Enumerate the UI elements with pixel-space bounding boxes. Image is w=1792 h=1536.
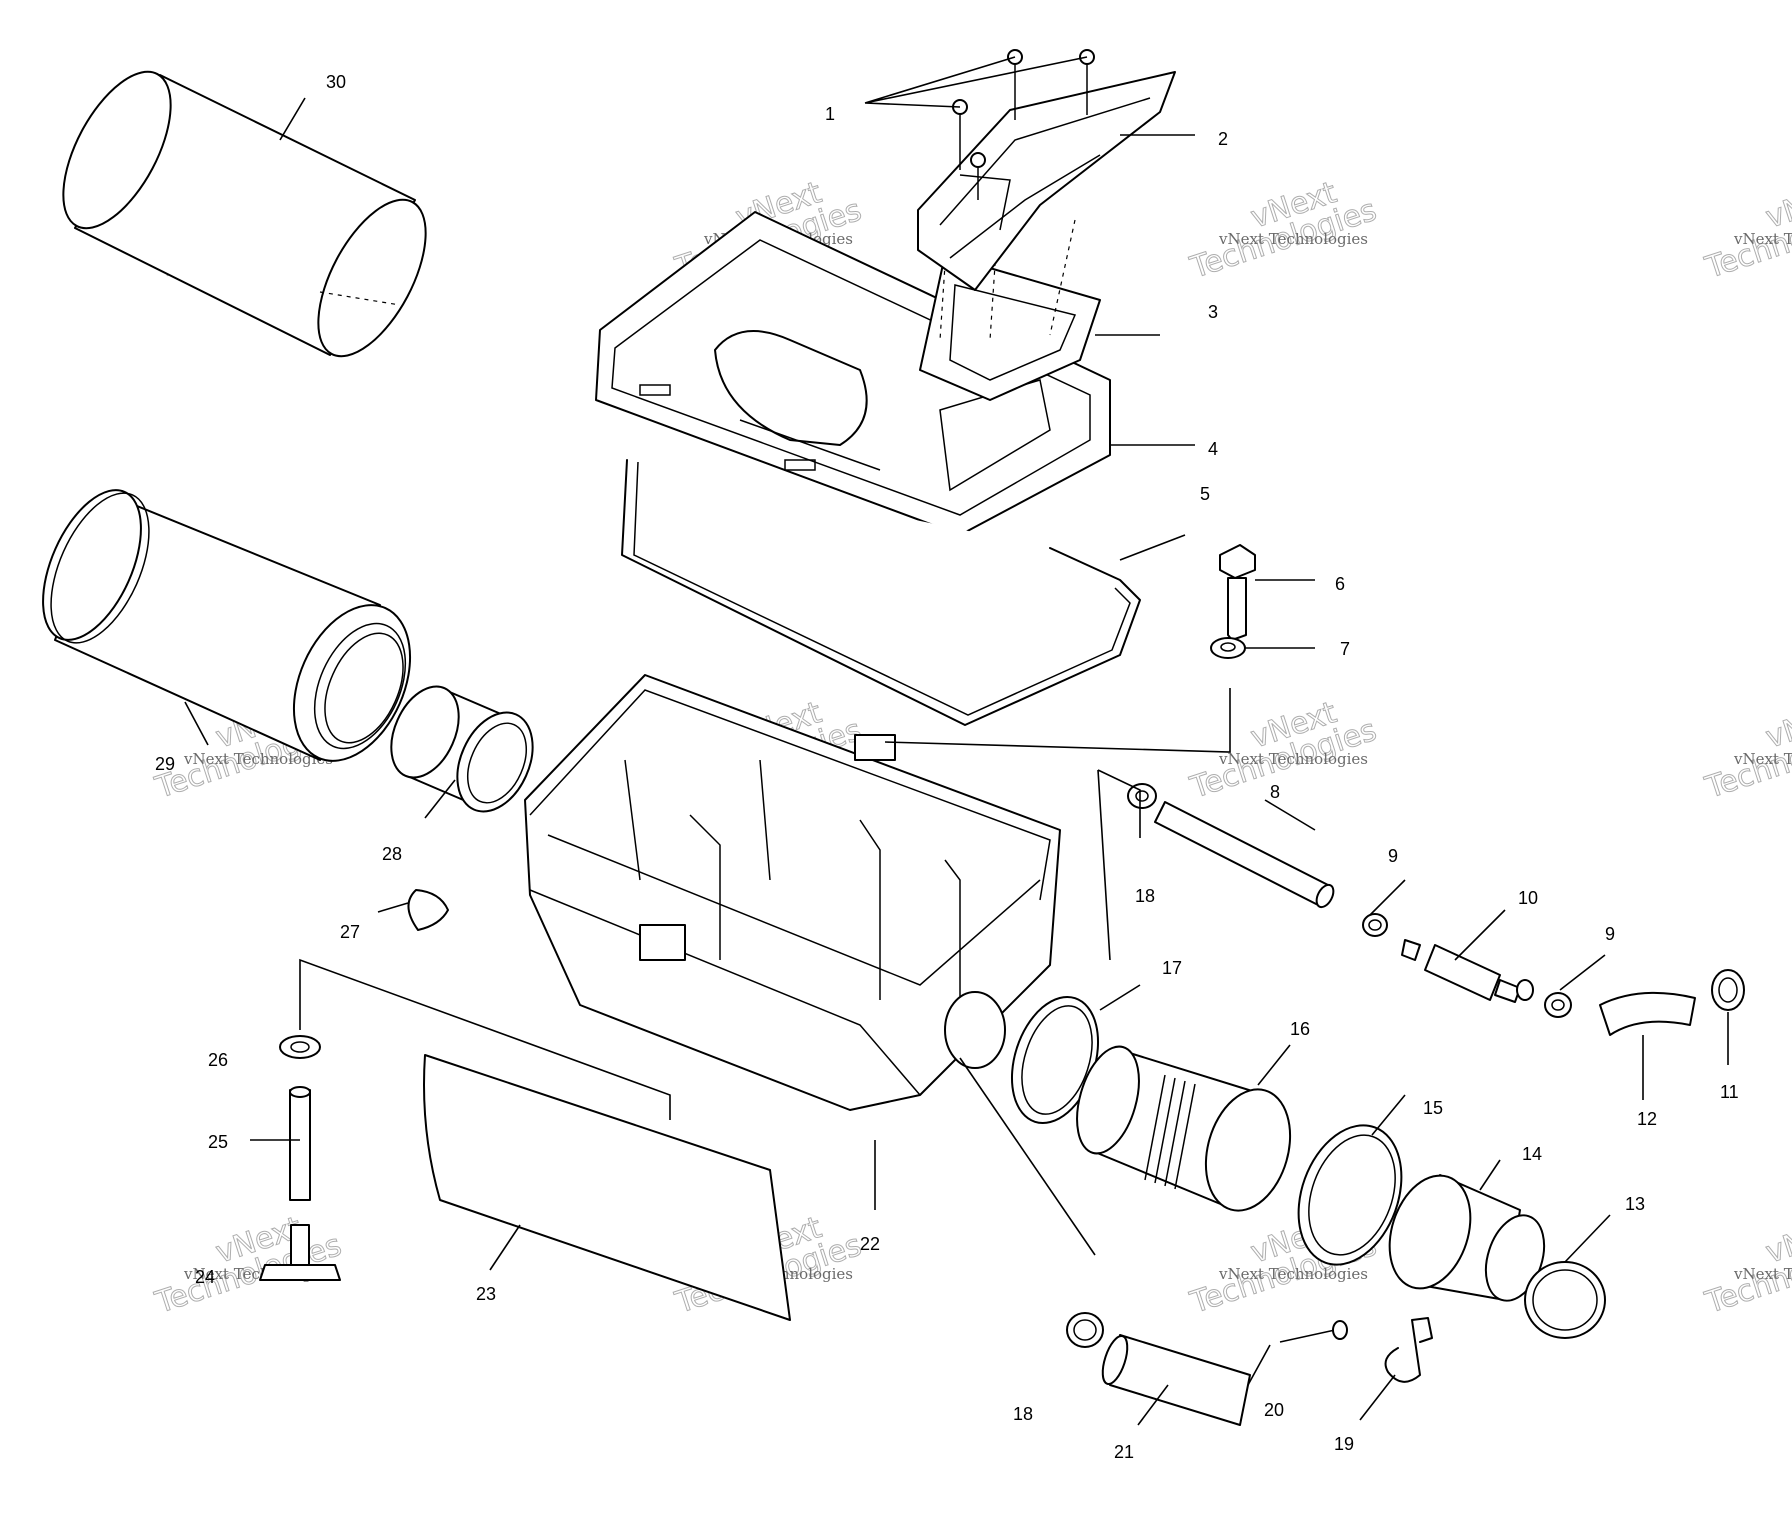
callout-11: 11	[1720, 1082, 1739, 1102]
part-10-check-valve	[1401, 939, 1534, 1003]
callout-22: 22	[860, 1234, 880, 1254]
svg-text:vNext Technologies: vNext Technologies	[1733, 750, 1792, 768]
callout-12: 12	[1637, 1109, 1657, 1129]
watermark: vNext Technologies vNext Technologies	[1700, 175, 1792, 287]
callout-2: 2	[1218, 129, 1228, 149]
part-29-air-filter	[42, 489, 412, 762]
callout-16: 16	[1290, 1019, 1310, 1039]
leader-lines	[184, 56, 1729, 1426]
part-14-reducer-boot	[1388, 1174, 1546, 1302]
part-12-hose	[1599, 991, 1696, 1036]
callout-21: 21	[1114, 1442, 1134, 1462]
callout-3: 3	[1208, 302, 1218, 322]
part-21-tube	[1101, 1334, 1251, 1426]
part-8-breather-hose	[1154, 801, 1335, 909]
callout-14: 14	[1522, 1144, 1542, 1164]
part-28-adapter-ring	[390, 685, 534, 813]
callout-18: 18	[1135, 886, 1155, 906]
part-4-airbox-cover	[595, 211, 1111, 536]
callout-4: 4	[1208, 439, 1218, 459]
callout-numbers: 1 2 3 4 5 6 7 8 9 10 9 11 12 13 14 15 16…	[155, 72, 1739, 1462]
svg-text:vNext Technologies: vNext Technologies	[183, 750, 333, 768]
part-18-clamp-upper	[1127, 783, 1157, 809]
part-23-cover-plate	[423, 1054, 791, 1321]
callout-9: 9	[1605, 924, 1615, 944]
part-2-intake-duct	[917, 71, 1176, 291]
part-30-filter-sleeve	[62, 70, 427, 358]
callout-17: 17	[1162, 958, 1182, 978]
callout-9: 9	[1388, 846, 1398, 866]
svg-text:vNext Technologies: vNext Technologies	[1733, 230, 1792, 248]
watermark: vNext Technologies vNext Technologies	[1700, 695, 1792, 807]
part-3-gasket-plate	[919, 189, 1101, 401]
callout-18: 18	[1013, 1404, 1033, 1424]
part-26-clamp	[279, 1035, 321, 1059]
callout-27: 27	[340, 922, 360, 942]
part-22-airbox-base	[524, 674, 1061, 1111]
part-9-clamp-b	[1544, 992, 1572, 1018]
part-6-bolt	[1219, 544, 1256, 641]
callout-25: 25	[208, 1132, 228, 1152]
part-9-clamp-a	[1362, 913, 1388, 937]
callout-7: 7	[1340, 639, 1350, 659]
part-13-hose-clamp	[1524, 1261, 1606, 1339]
callout-28: 28	[382, 844, 402, 864]
watermark: vNext Technologies vNext Technologies	[1185, 695, 1381, 807]
callout-5: 5	[1200, 484, 1210, 504]
watermark: vNext Technologies vNext Technologies	[1700, 1210, 1792, 1322]
part-11-clamp	[1711, 969, 1745, 1011]
part-19-p-clip	[1384, 1317, 1433, 1383]
callout-19: 19	[1334, 1434, 1354, 1454]
callout-1: 1	[825, 104, 835, 124]
callout-15: 15	[1423, 1098, 1443, 1118]
part-25-tube	[289, 1086, 311, 1201]
part-18-clamp-lower	[1066, 1312, 1104, 1348]
part-1-screws	[952, 49, 1095, 200]
callout-10: 10	[1518, 888, 1538, 908]
part-27-clip	[407, 889, 449, 931]
callout-29: 29	[155, 754, 175, 774]
part-24-drain-valve	[259, 1224, 341, 1281]
callout-30: 30	[326, 72, 346, 92]
part-15-clamp-ring	[1297, 1124, 1403, 1266]
watermark: vNext Technologies vNext Technologies	[1185, 175, 1381, 287]
callout-13: 13	[1625, 1194, 1645, 1214]
callout-24: 24	[195, 1267, 215, 1287]
callout-6: 6	[1335, 574, 1345, 594]
svg-text:vNext Technologies: vNext Technologies	[1733, 1265, 1792, 1283]
svg-text:vNext Technologies: vNext Technologies	[1218, 230, 1368, 248]
svg-text:vNext Technologies: vNext Technologies	[1218, 750, 1368, 768]
callout-8: 8	[1270, 782, 1280, 802]
part-20-pin	[1279, 1320, 1348, 1343]
part-16-outlet-boot	[1076, 1045, 1292, 1212]
part-7-washer	[1210, 637, 1246, 659]
callout-20: 20	[1264, 1400, 1284, 1420]
callout-23: 23	[476, 1284, 496, 1304]
callout-26: 26	[208, 1050, 228, 1070]
part-5-seal	[621, 459, 1141, 726]
svg-text:vNext Technologies: vNext Technologies	[1218, 1265, 1368, 1283]
